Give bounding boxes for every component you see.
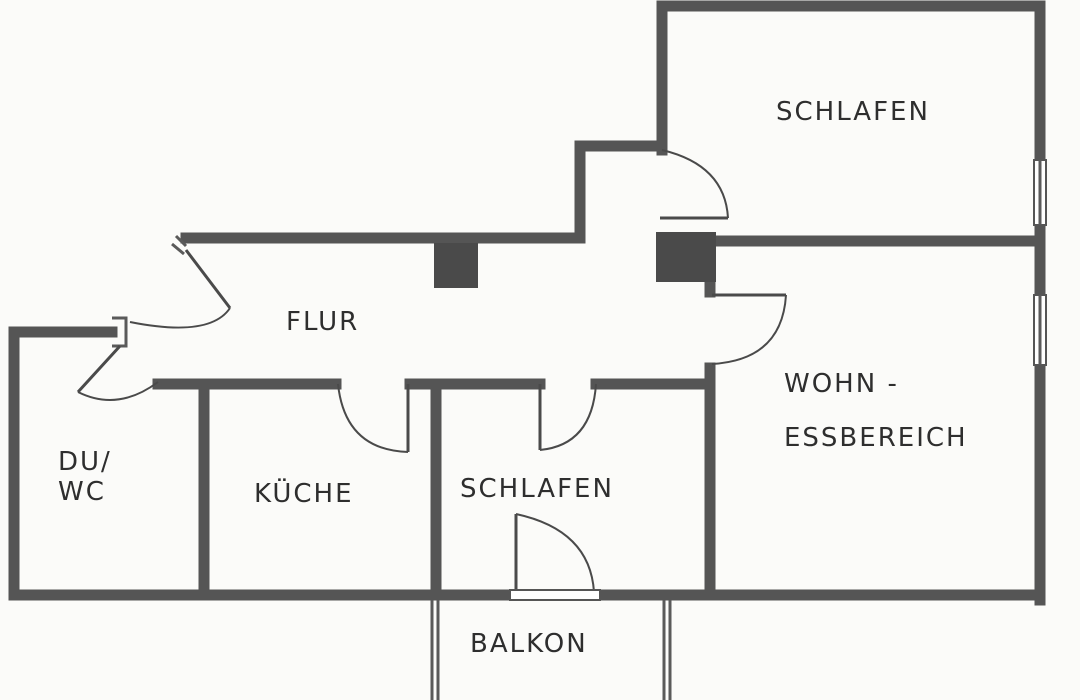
wall-hall-notch: [574, 140, 661, 242]
label-du-line1: DU/: [58, 447, 112, 477]
label-du-line2: WC: [58, 477, 106, 507]
windows: [1033, 159, 1047, 366]
door-schlafen-arc: [539, 383, 597, 451]
label-schlafen-top: SCHLAFEN: [776, 97, 930, 127]
door-du-arc: [77, 381, 159, 401]
door-balkon-arc: [515, 513, 595, 593]
door-living-arc: [711, 294, 787, 365]
wall-bedroom-top: [656, 0, 1046, 166]
walls: [8, 0, 1046, 606]
label-wohn-line1: WOHN -: [784, 369, 899, 399]
corner-column: [656, 232, 716, 282]
label-balkon: BALKON: [470, 629, 588, 659]
door-du-leaf: [76, 344, 122, 394]
chimney-shaft: [434, 243, 478, 288]
door-balkon-threshold: [509, 589, 601, 601]
doors: [76, 149, 787, 601]
door-entrance-arc: [129, 307, 231, 329]
wall-du-top: [8, 326, 118, 598]
balcony: [430, 600, 672, 700]
door-bedroom-arc: [661, 149, 729, 219]
door-entrance-leaf: [184, 249, 232, 309]
label-flur: FLUR: [286, 307, 359, 337]
room-labels: SCHLAFEN FLUR WOHN - ESSBEREICH DU/ WC K…: [58, 97, 968, 659]
wall-entry-jamb: [171, 234, 188, 256]
label-kueche: KÜCHE: [254, 477, 354, 509]
door-kueche-arc: [337, 383, 409, 453]
label-wohn-line2: ESSBEREICH: [784, 423, 968, 453]
label-schlafen-bottom: SCHLAFEN: [460, 474, 614, 504]
